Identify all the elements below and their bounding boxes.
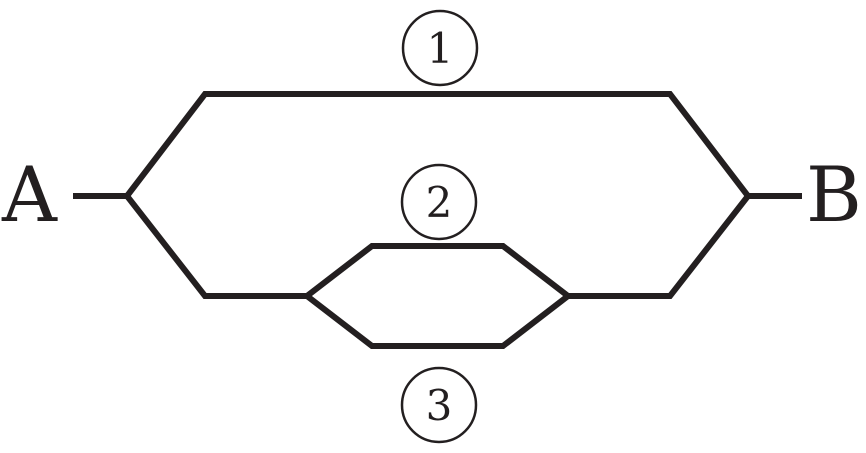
route-label-3-text: 3 bbox=[426, 381, 453, 430]
route-1-path bbox=[124, 91, 751, 198]
route-label-3-circle bbox=[400, 366, 478, 444]
lower-path-right bbox=[568, 194, 751, 299]
route-label-2-text: 2 bbox=[426, 178, 453, 227]
route-2-path bbox=[305, 243, 570, 299]
route-3-path bbox=[305, 293, 570, 349]
route-label-1-text: 1 bbox=[427, 24, 454, 73]
route-label-2-circle bbox=[400, 163, 478, 241]
node-label-b: B bbox=[806, 150, 862, 239]
route-label-1-circle bbox=[401, 9, 479, 87]
route-label-3: 3 bbox=[400, 366, 478, 444]
route-label-2: 2 bbox=[400, 163, 478, 241]
node-label-a: A bbox=[1, 150, 58, 239]
route-label-1: 1 bbox=[401, 9, 479, 87]
lower-path bbox=[124, 194, 307, 299]
